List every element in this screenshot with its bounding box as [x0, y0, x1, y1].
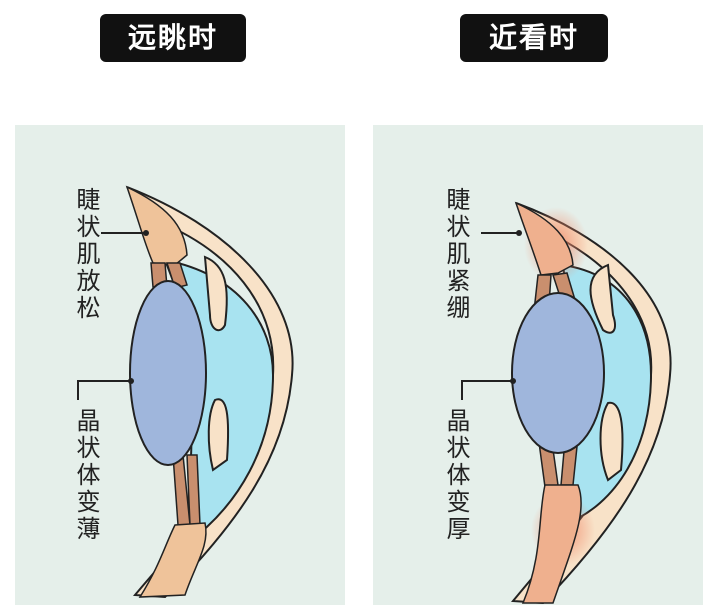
- muscle-pointer-dot: [143, 230, 149, 236]
- lens: [511, 292, 605, 454]
- lens-pointer-dot: [510, 378, 516, 384]
- iris-top: [589, 263, 616, 334]
- far-view-panel: 睫状肌放松 晶状体变薄: [15, 125, 345, 605]
- zonule-bottom-2: [186, 454, 201, 526]
- near-eye-diagram: [461, 201, 672, 605]
- ciliary-muscle-bottom: [138, 522, 207, 598]
- ciliary-muscle-top: [125, 185, 188, 266]
- ciliary-muscle-top: [514, 201, 574, 276]
- far-eye-diagram: [77, 185, 294, 599]
- sclera-band: [126, 186, 294, 599]
- lens-thinner-label: 晶状体变薄: [72, 408, 100, 543]
- far-view-title: 远眺时: [100, 14, 246, 62]
- lens: [129, 280, 207, 466]
- iris-bottom: [207, 398, 230, 472]
- ciliary-muscle-tense-label: 睫状肌紧绷: [442, 187, 470, 322]
- muscle-pointer-dot: [516, 230, 522, 236]
- lens-thicker-label: 晶状体变厚: [442, 408, 470, 543]
- lens-pointer-dot: [128, 378, 134, 384]
- iris-bottom: [599, 401, 624, 482]
- iris-top: [203, 255, 228, 332]
- lens-leader-line: [77, 380, 131, 400]
- zonule-top-2: [165, 262, 188, 289]
- lens-leader-line: [461, 380, 513, 400]
- ciliary-muscle-bottom: [521, 484, 582, 604]
- near-view-panel: 睫状肌紧绷 晶状体变厚: [373, 125, 703, 605]
- ciliary-muscle-relaxed-label: 睫状肌放松: [72, 187, 100, 322]
- near-view-title: 近看时: [460, 14, 608, 62]
